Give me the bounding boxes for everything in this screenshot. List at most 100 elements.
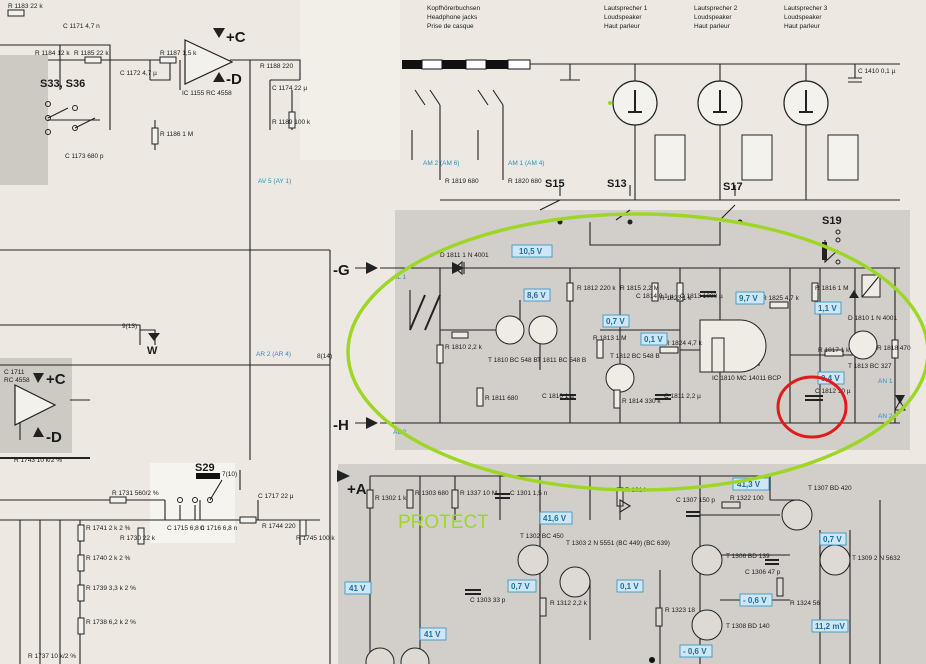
component-label: R 1815 2,2 M — [620, 285, 659, 292]
component-label: C 1715 6,8 n — [167, 525, 205, 532]
component-label: R 1813 1 M — [593, 335, 627, 342]
speaker2-label-de: Lautsprecher 2 — [694, 5, 738, 12]
component-label: T 1308 BD 140 — [726, 623, 770, 630]
voltage-tag: - 0,6 V — [679, 644, 713, 658]
jacks-label-fr: Prise de casque — [427, 23, 474, 30]
component-label: R 1185 22 k — [74, 50, 109, 57]
svg-text:0,1 V: 0,1 V — [644, 335, 663, 344]
svg-text:0,7 V: 0,7 V — [823, 535, 842, 544]
speaker3-label-de: Lautsprecher 3 — [784, 5, 828, 12]
component-label: R 1323 18 — [665, 607, 695, 614]
component-label: R 1744 220 — [262, 523, 296, 530]
speaker1-label-en: Loudspeaker — [604, 14, 642, 21]
component-label: R 1738 6,2 k 2 % — [86, 619, 136, 626]
component-label: R 1817 1 k — [818, 347, 850, 354]
component-label: R 1745 100 k — [296, 535, 335, 542]
component-label: R 1186 1 M — [160, 131, 193, 138]
component-label: R 1743 10 k/2 % — [14, 457, 62, 464]
component-label: R 1303 680 — [415, 490, 449, 497]
component-label: T 1302 BC 450 — [520, 533, 564, 540]
component-label: R 1302 1 k — [375, 495, 407, 502]
component-label: C 1711 — [4, 369, 25, 376]
component-label: C 1174 22 µ — [272, 85, 307, 92]
svg-text:0,7 V: 0,7 V — [511, 582, 530, 591]
voltage-tag: 0,7 V — [507, 579, 537, 593]
voltage-tag: 1,1 V — [814, 301, 842, 315]
net-g: -G — [333, 262, 378, 279]
svg-text:8,6 V: 8,6 V — [527, 291, 546, 300]
switch-s33-s36 — [45, 101, 96, 135]
component-label: R 1737 10 k/2 % — [28, 653, 76, 660]
component-label: C 1410 0,1 µ — [858, 68, 896, 75]
component-label: T 1811 BC 548 B — [537, 357, 586, 364]
component-label: C 1813 1000 µ — [680, 293, 723, 300]
svg-text:1,1 V: 1,1 V — [818, 304, 837, 313]
component-label: D 1811 1 N 4001 — [440, 252, 489, 259]
opamp-ic1711: +C -D — [14, 371, 66, 446]
component-label: T 1307 BD 420 — [808, 485, 852, 492]
connection-tag: AN 1 — [878, 378, 893, 385]
connection-tag: 8(14) — [317, 353, 332, 360]
component-label: IC 1155 RC 4558 — [182, 90, 232, 97]
white-panel-s29 — [150, 463, 235, 543]
net-g-label: -G — [333, 262, 350, 279]
net-c-label: +C — [226, 29, 246, 46]
opamp-ic1155 — [184, 39, 234, 85]
capacitor-highlight-circle — [776, 375, 848, 439]
supply-arrow-d: -D — [213, 71, 242, 88]
component-label: R 1811 680 — [485, 395, 519, 402]
voltage-tag: 41 V — [419, 627, 447, 641]
component-label: R 1183 22 k — [8, 3, 43, 10]
component-label: C 1307 150 p — [676, 497, 715, 504]
speaker2-label-fr: Haut parleur — [694, 23, 731, 30]
component-label: C 1814 0,1 µ — [636, 293, 674, 300]
speaker2-label-en: Loudspeaker — [694, 14, 732, 21]
protect-circuit — [380, 229, 906, 424]
component-label: T 1303 2 N 5551 (BC 449) (BC 639) — [566, 540, 670, 547]
voltage-tag: 8,6 V — [523, 288, 551, 302]
net-h: -H — [333, 417, 378, 434]
switch-s29-label: S29 — [195, 462, 215, 474]
voltage-tag: 41,6 V — [539, 511, 573, 525]
component-label: R 1187 1,5 k — [160, 50, 197, 57]
component-label: R 1188 220 — [260, 63, 294, 70]
svg-text:11,2 mV: 11,2 mV — [815, 622, 845, 631]
component-label: R 1324 56 — [790, 600, 820, 607]
voltage-tag: 41 V — [344, 581, 372, 595]
net-a-label: +A — [347, 481, 367, 498]
connection-tag: AL 1 — [393, 274, 407, 281]
component-label: R 1337 10 M — [460, 490, 497, 497]
shaded-block-left-top — [0, 55, 48, 185]
net-w: W — [140, 329, 160, 357]
component-label: C 1173 680 p — [65, 153, 104, 160]
protect-label: PROTECT — [398, 512, 489, 533]
component-label: T 1812 BC 548 B — [610, 353, 660, 360]
component-label: R 1823 1 k — [660, 295, 692, 302]
svg-text:0,4 V: 0,4 V — [821, 374, 840, 383]
supply-arrow-c: +C — [213, 28, 246, 46]
component-label: R 1814 330 k — [622, 398, 661, 405]
component-label: IC 1810 MC 14011 BCP — [712, 375, 781, 382]
switch-s17-label: S17 — [723, 181, 743, 193]
connection-tag: AR 2 (AR 4) — [256, 351, 291, 358]
svg-text:41 V: 41 V — [424, 630, 441, 639]
voltage-tag: 0,7 V — [602, 314, 630, 328]
svg-text:41,3 V: 41,3 V — [737, 480, 761, 489]
net-w-label: W — [147, 345, 158, 357]
component-label: C 1306 47 p — [745, 569, 781, 576]
speaker1-label-fr: Haut parleur — [604, 23, 641, 30]
component-label: R 1818 470 — [877, 345, 911, 352]
component-label: R 1739 3,3 k 2 % — [86, 585, 136, 592]
speaker-1 — [608, 64, 686, 200]
component-labels: R 1183 22 k C 1171 4,7 n R 1184 12 k R 1… — [4, 3, 911, 660]
connection-tag: AM 2 (AM 6) — [423, 160, 459, 167]
component-label: R 1812 220 k — [577, 285, 616, 292]
component-label: C 1303 33 p — [470, 597, 506, 604]
svg-text:41 V: 41 V — [349, 584, 366, 593]
svg-text:41,6 V: 41,6 V — [543, 514, 567, 523]
component-label: D 1810 1 N 4001 — [848, 315, 898, 322]
component-label: R 1820 680 — [508, 178, 542, 185]
component-label: C 1810 1 µ — [542, 393, 574, 400]
component-label: T 1813 BC 327 — [848, 363, 892, 370]
switch-s19-label: S19 — [822, 215, 842, 227]
